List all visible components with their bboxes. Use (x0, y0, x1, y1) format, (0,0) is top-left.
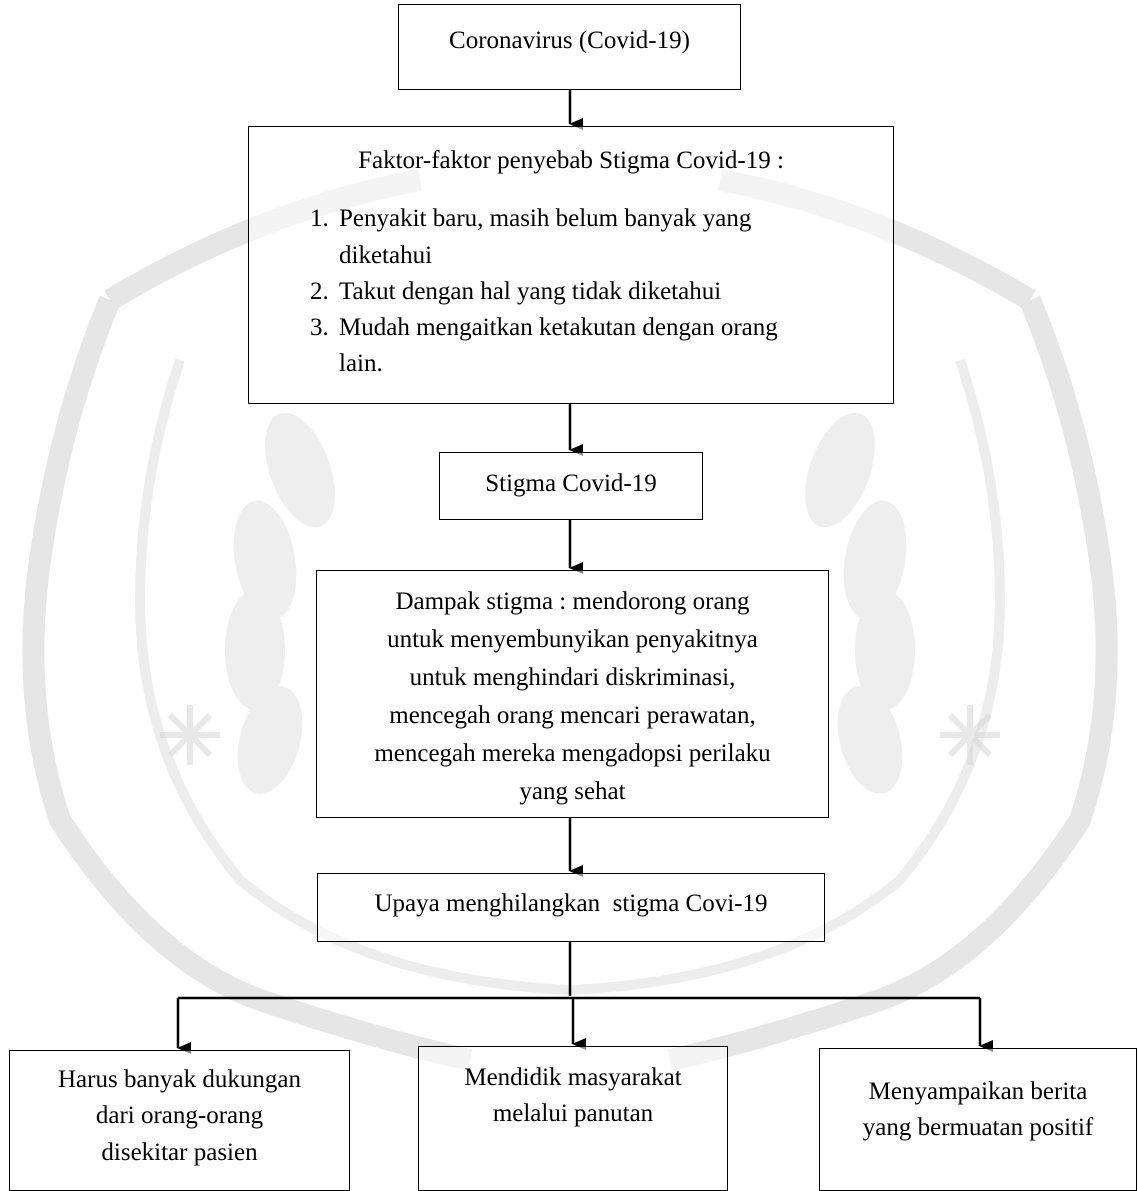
mendidik-line-1: Mendidik masyarakat (464, 1064, 682, 1091)
mendidik-line-2: melalui panutan (492, 1100, 654, 1128)
dukungan-line-1: Harus banyak dukungan (58, 1066, 301, 1093)
factors-list: Penyakit baru, masih belum banyak yang d… (269, 201, 873, 382)
dampak-line-1: Dampak stigma : mendorong orang (395, 588, 750, 615)
node-upaya: Upaya menghilangkan stigma Covi-19 (317, 873, 825, 942)
node-coronavirus: Coronavirus (Covid-19) (398, 4, 741, 90)
node-mendidik: Mendidik masyarakat melalui panutan (418, 1046, 728, 1191)
dukungan-line-2: dari orang-orang (95, 1102, 264, 1130)
dampak-line-4: mencegah orang mencari perawatan, (389, 702, 756, 729)
node-berita: Menyampaikan berita yang bermuatan posit… (819, 1048, 1137, 1191)
dampak-line-2: untuk menyembunyikan penyakitnya (387, 626, 758, 653)
factor-3-line-1: Mudah mengaitkan ketakutan dengan orang (339, 314, 778, 341)
dampak-line-6: yang sehat (519, 778, 626, 805)
berita-line-2: yang bermuatan positif (862, 1114, 1094, 1142)
node-dampak: Dampak stigma : mendorong orang untuk me… (316, 570, 829, 818)
node-stigma: Stigma Covid-19 (439, 452, 703, 520)
factor-3-line-2: lain. (339, 350, 383, 378)
factors-list-item: Takut dengan hal yang tidak diketahui (335, 274, 873, 310)
factor-2-line-1: Takut dengan hal yang tidak diketahui (339, 277, 722, 305)
dukungan-line-3: disekitar pasien (101, 1138, 258, 1166)
dampak-line-5: mencegah mereka mengadopsi perilaku (374, 740, 771, 767)
factors-list-item: Mudah mengaitkan ketakutan dengan orang … (335, 310, 873, 383)
factor-1-line-1: Penyakit baru, masih belum banyak yang (339, 205, 752, 233)
factors-list-item: Penyakit baru, masih belum banyak yang d… (335, 201, 873, 274)
node-coronavirus-label: Coronavirus (Covid-19) (449, 27, 690, 54)
dampak-line-3: untuk menghindari diskriminasi, (409, 664, 736, 691)
node-upaya-label: Upaya menghilangkan stigma Covi-19 (374, 890, 768, 917)
node-dukungan: Harus banyak dukungan dari orang-orang d… (9, 1050, 350, 1191)
factor-1-line-2: diketahui (339, 241, 433, 269)
node-factors: Faktor-faktor penyebab Stigma Covid-19 :… (248, 126, 894, 404)
node-factors-title: Faktor-faktor penyebab Stigma Covid-19 : (358, 147, 784, 174)
node-stigma-label: Stigma Covid-19 (485, 470, 657, 497)
berita-line-1: Menyampaikan berita (868, 1078, 1088, 1105)
